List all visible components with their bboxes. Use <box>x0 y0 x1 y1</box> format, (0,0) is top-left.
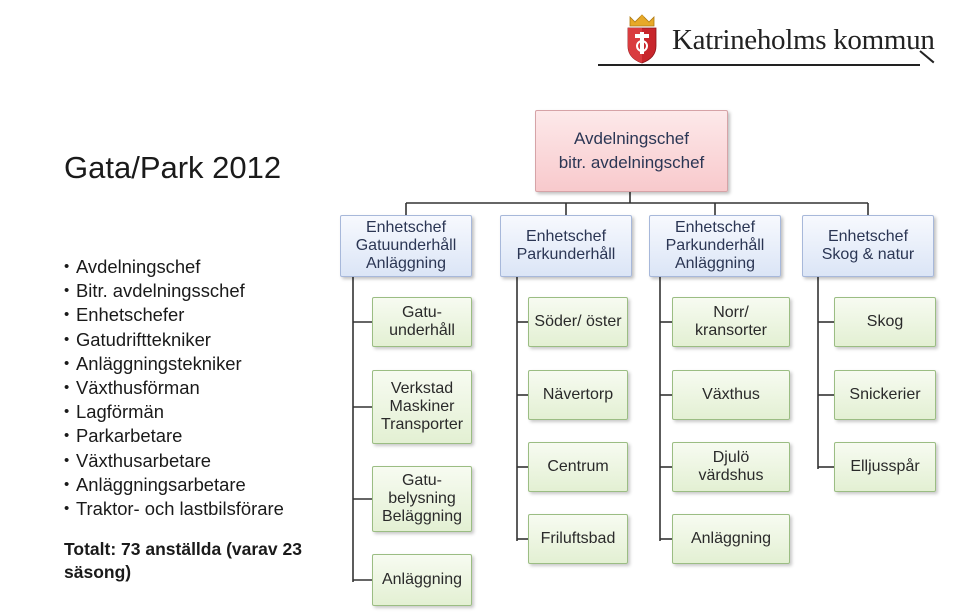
unit-friluftsbad: Friluftsbad <box>528 514 628 564</box>
unit-elljusspar: Elljusspår <box>834 442 936 492</box>
unit-head-parkunderhall-anlaggning: Enhetschef Parkunderhåll Anläggning <box>649 215 781 277</box>
unit-soder-oster: Söder/ öster <box>528 297 628 347</box>
chief-box: Avdelningschef bitr. avdelningschef <box>535 110 728 192</box>
role-item: Anläggningsarbetare <box>64 473 284 497</box>
unit-head-parkunderhall: Enhetschef Parkunderhåll <box>500 215 632 277</box>
unit-head-gatuunderhall: Enhetschef Gatuunderhåll Anläggning <box>340 215 472 277</box>
unit-anlaggning-2: Anläggning <box>672 514 790 564</box>
role-item: Anläggningstekniker <box>64 352 284 376</box>
role-item: Avdelningschef <box>64 255 284 279</box>
kommun-name: Katrineholms kommun <box>672 24 935 56</box>
role-item: Gatudrifttekniker <box>64 328 284 352</box>
unit-gatuunderhall: Gatu- underhåll <box>372 297 472 347</box>
unit-skog: Skog <box>834 297 936 347</box>
unit-head-skog-natur: Enhetschef Skog & natur <box>802 215 934 277</box>
unit-vaxthus: Växthus <box>672 370 790 420</box>
role-item: Växthusarbetare <box>64 449 284 473</box>
role-item: Parkarbetare <box>64 424 284 448</box>
role-item: Lagförmän <box>64 400 284 424</box>
role-item: Växthusförman <box>64 376 284 400</box>
unit-norr-kransorter: Norr/ kransorter <box>672 297 790 347</box>
page-title: Gata/Park 2012 <box>64 150 282 185</box>
katrineholm-crest-icon <box>627 14 657 64</box>
total-employees: Totalt: 73 anställda (varav 23 säsong) <box>64 539 302 582</box>
kommun-logo: Katrineholms kommun <box>598 12 948 72</box>
unit-navertorp: Nävertorp <box>528 370 628 420</box>
header-rule <box>598 64 920 66</box>
role-item: Enhetschefer <box>64 303 284 327</box>
unit-centrum: Centrum <box>528 442 628 492</box>
unit-anlaggning-1: Anläggning <box>372 554 472 606</box>
role-list: Avdelningschef Bitr. avdelningsschef Enh… <box>64 255 284 521</box>
unit-verkstad: Verkstad Maskiner Transporter <box>372 370 472 444</box>
role-item: Traktor- och lastbilsförare <box>64 497 284 521</box>
role-item: Bitr. avdelningsschef <box>64 279 284 303</box>
unit-snickerier: Snickerier <box>834 370 936 420</box>
unit-gatubelysning: Gatu- belysning Beläggning <box>372 466 472 532</box>
unit-djulo-vardshus: Djulö värdshus <box>672 442 790 492</box>
